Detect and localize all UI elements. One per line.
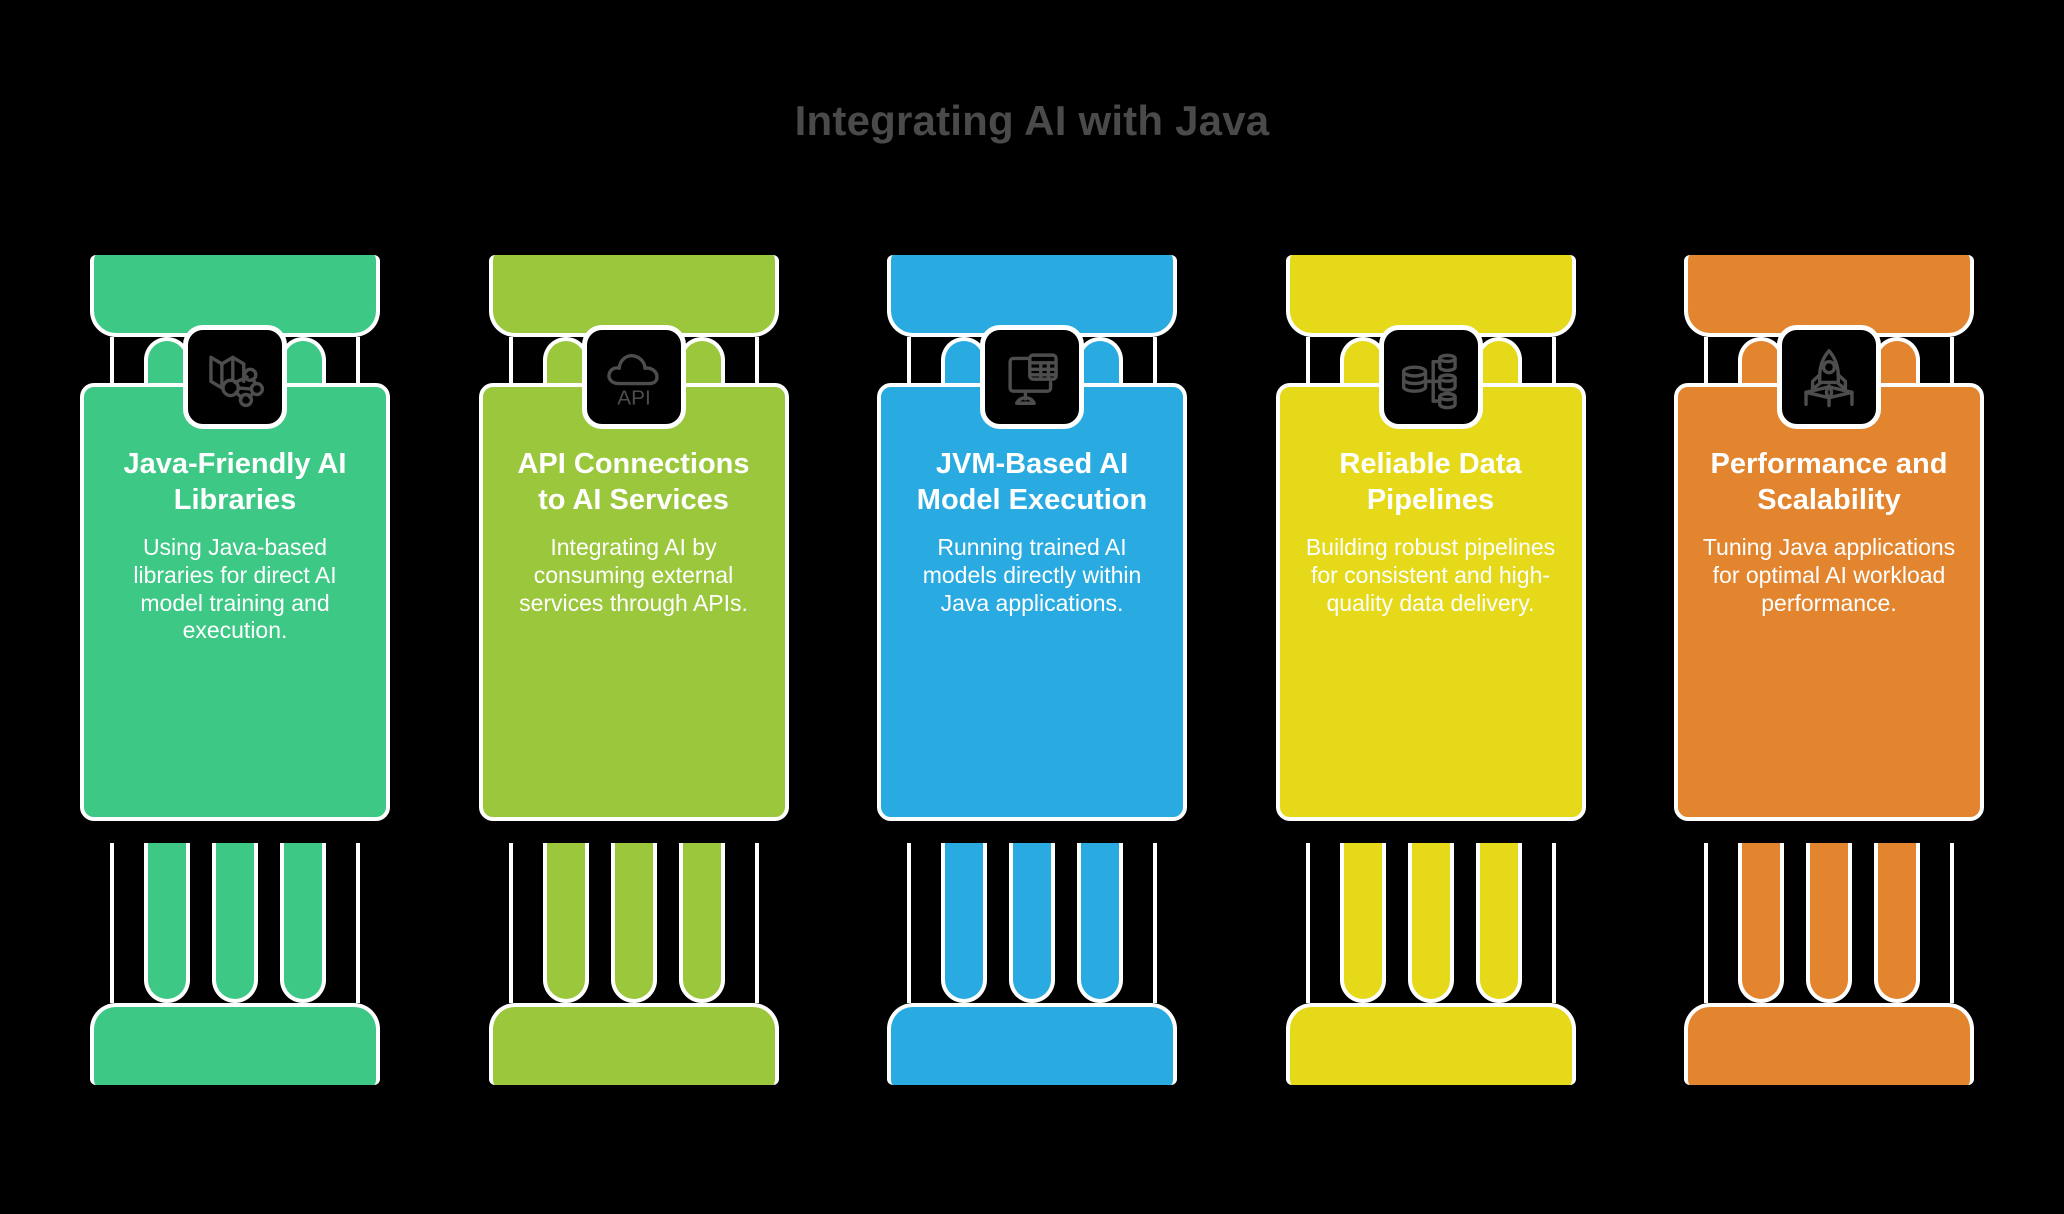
pillar-item[interactable]: Java-Friendly AI Libraries Using Java-ba… (80, 255, 390, 1085)
pillar-rail-left (110, 843, 114, 1003)
pillar-flute (212, 843, 258, 1003)
pillar-card[interactable]: Performance and Scalability Tuning Java … (1674, 383, 1984, 821)
pillar-rail-left (1704, 843, 1708, 1003)
pillar-shaft-lower (508, 843, 759, 1003)
pillar-flute (941, 843, 987, 1003)
pillar-flute (1806, 843, 1852, 1003)
pillar-card-title: JVM-Based AI Model Execution (916, 448, 1148, 516)
pillar-card-title: Java-Friendly AI Libraries (123, 448, 347, 516)
pillar-rail-right (1551, 843, 1556, 1003)
pillar-card-title: Reliable Data Pipelines (1339, 448, 1522, 516)
pillar-flute (1077, 843, 1123, 1003)
pillar-base (1684, 1003, 1974, 1085)
pillar-card-title: API Connections to AI Services (517, 448, 750, 516)
pillar-item[interactable]: Performance and Scalability Tuning Java … (1674, 255, 1984, 1085)
pillar-shaft-lower (110, 843, 360, 1003)
rocket-launch-icon (1777, 325, 1881, 429)
pillar-card-description: Tuning Java applications for optimal AI … (1702, 534, 1956, 616)
pillar-shaft-lower (907, 843, 1157, 1003)
pillar-card[interactable]: JVM-Based AI Model Execution Running tra… (877, 383, 1187, 821)
pillar-card[interactable]: API Connections to AI Services Integrati… (478, 383, 789, 821)
cloud-api-icon: API (581, 325, 686, 429)
pillar-flutes (1339, 843, 1522, 1003)
pillar-rail-left (508, 843, 513, 1003)
database-pipeline-icon (1378, 325, 1483, 429)
pillar-flutes (1738, 843, 1920, 1003)
pillar-rail-right (1153, 843, 1157, 1003)
pillar-card-description: Building robust pipelines for consistent… (1305, 534, 1556, 616)
page-title: Integrating AI with Java (794, 97, 1270, 144)
pillar-flute (144, 843, 190, 1003)
pillar-flute (1738, 843, 1784, 1003)
pillar-flute (542, 843, 589, 1003)
pillar-rail-right (754, 843, 759, 1003)
pillar-rail-left (907, 843, 911, 1003)
monitor-table-icon (980, 325, 1084, 429)
pillar-rail-right (356, 843, 360, 1003)
pillar-flute (1339, 843, 1386, 1003)
pillar-flute (610, 843, 657, 1003)
pillar-flute (280, 843, 326, 1003)
pillar-flutes (542, 843, 725, 1003)
pillar-card-description: Running trained AI models directly withi… (922, 534, 1142, 616)
pillar-base (1285, 1003, 1576, 1085)
pillar-card-description: Using Java-based libraries for direct AI… (133, 534, 337, 644)
pillar-base (90, 1003, 380, 1085)
pillar-rail-left (1305, 843, 1310, 1003)
pillar-flute (1475, 843, 1522, 1003)
pillar-item[interactable]: API Connections to AI Services Integrati… (478, 255, 789, 1085)
svg-text:API: API (617, 386, 650, 409)
library-network-icon (183, 325, 287, 429)
pillar-item[interactable]: Reliable Data Pipelines Building robust … (1275, 255, 1586, 1085)
pillar-card-description: Integrating AI by consuming external ser… (519, 534, 748, 616)
pillar-flutes (144, 843, 326, 1003)
pillar-flute (1009, 843, 1055, 1003)
pillar-card-title: Performance and Scalability (1710, 448, 1948, 516)
pillar-rail-right (1950, 843, 1954, 1003)
pillar-flute (678, 843, 725, 1003)
pillar-shaft-lower (1704, 843, 1954, 1003)
pillar-row: Java-Friendly AI Libraries Using Java-ba… (80, 255, 1984, 1085)
pillar-shaft-lower (1305, 843, 1556, 1003)
pillar-flute (1407, 843, 1454, 1003)
pillar-card[interactable]: Java-Friendly AI Libraries Using Java-ba… (80, 383, 390, 821)
pillar-flute (1874, 843, 1920, 1003)
pillar-base (488, 1003, 779, 1085)
pillar-base (887, 1003, 1177, 1085)
pillar-card[interactable]: Reliable Data Pipelines Building robust … (1275, 383, 1586, 821)
pillar-flutes (941, 843, 1123, 1003)
pillar-item[interactable]: JVM-Based AI Model Execution Running tra… (877, 255, 1187, 1085)
